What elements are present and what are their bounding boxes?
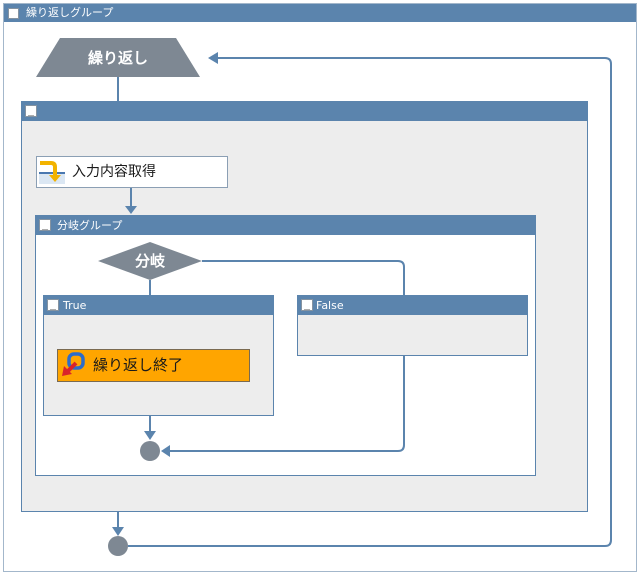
branch-group[interactable]: _ 分岐グループ _ True 繰り返し bbox=[35, 215, 536, 476]
loop-group-title: 繰り返しグループ bbox=[26, 6, 114, 19]
false-branch-header[interactable]: _ False bbox=[298, 296, 527, 315]
input-activity[interactable]: 入力内容取得 bbox=[36, 156, 228, 188]
loop-body-container[interactable]: _ 入力内容取得 _ 分岐グループ _ bbox=[21, 101, 588, 512]
true-branch-container[interactable]: _ True 繰り返し終了 bbox=[43, 295, 274, 416]
loop-group-collapse-button[interactable]: _ bbox=[8, 8, 19, 19]
loop-exit-activity[interactable]: 繰り返し終了 bbox=[57, 349, 250, 382]
loop-body-header[interactable]: _ bbox=[22, 102, 587, 121]
false-branch-container[interactable]: _ False bbox=[297, 295, 528, 356]
input-retrieve-icon bbox=[39, 159, 65, 185]
icon-arrow-head bbox=[49, 175, 61, 182]
input-activity-label: 入力内容取得 bbox=[72, 164, 156, 180]
loop-exit-icon bbox=[60, 352, 86, 378]
loop-exit-icon-graphic bbox=[62, 352, 85, 376]
true-branch-title: True bbox=[63, 299, 87, 312]
branch-group-header[interactable]: _ 分岐グループ bbox=[36, 216, 535, 235]
icon-loop-ring bbox=[67, 352, 85, 370]
icon-exit-arrow-head bbox=[62, 366, 72, 376]
input-retrieve-icon-graphic bbox=[39, 161, 65, 184]
loop-group[interactable]: _ 繰り返しグループ _ 入力内容取得 _ 分岐グループ bbox=[3, 3, 637, 572]
branch-group-collapse-button[interactable]: _ bbox=[39, 219, 51, 231]
loop-group-header[interactable]: _ 繰り返しグループ bbox=[4, 4, 636, 22]
true-branch-collapse-button[interactable]: _ bbox=[47, 299, 59, 311]
false-branch-title: False bbox=[316, 299, 344, 312]
loop-exit-activity-label: 繰り返し終了 bbox=[93, 356, 184, 374]
loop-body-collapse-button[interactable]: _ bbox=[25, 105, 37, 117]
icon-arrow-shaft bbox=[40, 161, 57, 176]
false-branch-collapse-button[interactable]: _ bbox=[301, 299, 313, 311]
branch-group-title: 分岐グループ bbox=[57, 219, 123, 232]
true-branch-header[interactable]: _ True bbox=[44, 296, 273, 315]
